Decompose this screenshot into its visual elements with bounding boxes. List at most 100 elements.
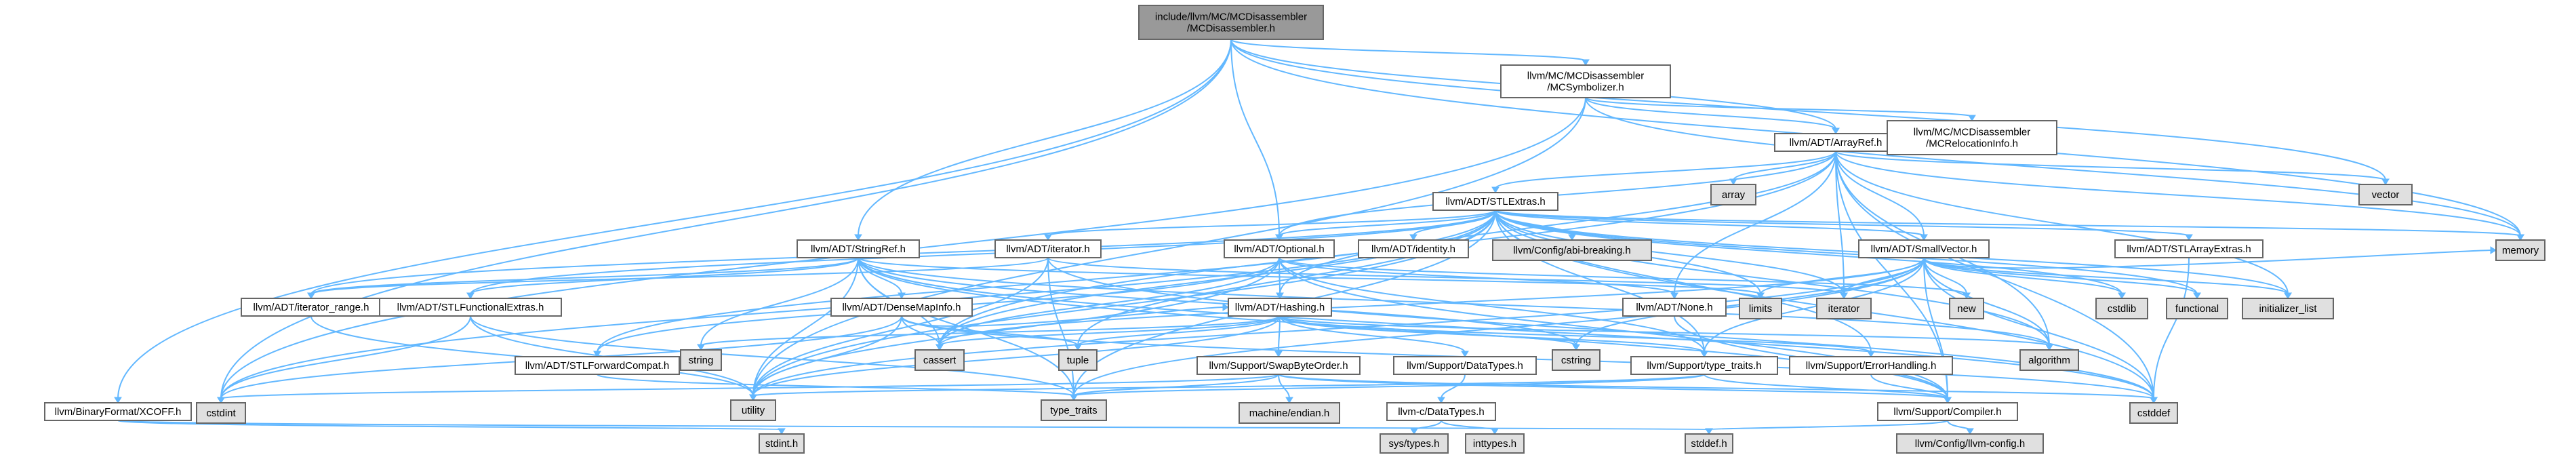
arrowhead-root-to-stringref <box>854 234 862 241</box>
edge-mcsym-to-memory <box>1585 97 2521 237</box>
edge-densemapinfo-to-utility <box>752 315 902 397</box>
node-optional[interactable]: llvm/ADT/Optional.h <box>1224 239 1335 258</box>
arrowhead-smallvector-to-functional <box>2193 292 2201 299</box>
arrowhead-compiler-to-stddef <box>1705 428 1713 435</box>
node-iterrange[interactable]: llvm/ADT/iterator_range.h <box>241 298 382 317</box>
edge-arrayref-to-none <box>1674 151 1836 295</box>
arrowhead-stringref-to-densemapinfo <box>898 292 906 299</box>
edge-stringref-to-string <box>700 257 859 347</box>
edge-mcsym-to-mcreloc <box>1585 97 1973 117</box>
node-mcsym[interactable]: llvm/MC/MCDisassembler/MCSymbolizer.h <box>1500 64 1671 98</box>
edge-optional-to-new <box>1279 257 1967 295</box>
edge-stlextras-to-cassert <box>939 210 1496 347</box>
node-label-machineendian-0: machine/endian.h <box>1249 408 1329 419</box>
arrowhead-arrayref-to-vector <box>2381 178 2390 185</box>
node-box-iterrange <box>241 298 382 317</box>
node-swapbyte[interactable]: llvm/Support/SwapByteOrder.h <box>1196 356 1361 375</box>
node-typetraitsh[interactable]: llvm/Support/type_traits.h <box>1630 356 1778 375</box>
node-label-smallvector-0: llvm/ADT/SmallVector.h <box>1871 243 1977 255</box>
node-array: array <box>1710 184 1756 205</box>
edge-adtiterator-to-iterator <box>1047 257 1845 295</box>
node-label-stlarrayextras-0: llvm/ADT/STLArrayExtras.h <box>2127 243 2251 255</box>
node-label-array-0: array <box>1722 189 1746 201</box>
node-typetraits: type_traits <box>1041 399 1107 421</box>
edge-smallvector-to-functional <box>1923 257 2198 295</box>
node-densemapinfo[interactable]: llvm/ADT/DenseMapInfo.h <box>830 298 973 317</box>
edge-adtiterator-to-utility <box>752 257 1049 397</box>
edge-stlextras-to-optional <box>1279 210 1496 237</box>
edge-hashing-to-cassert <box>939 315 1281 347</box>
edge-hashing-to-algorithm <box>1279 315 2050 347</box>
node-mcreloc[interactable]: llvm/MC/MCDisassembler/MCRelocationInfo.… <box>1887 120 2057 155</box>
node-box-cstdint <box>196 402 246 424</box>
arrowhead-adtiterator-to-iterrange <box>307 292 315 299</box>
node-label-datatypes-0: llvm/Support/DataTypes.h <box>1407 360 1523 372</box>
arrowhead-hashing-to-typetraitsh <box>1700 351 1708 357</box>
arrowhead-cdatatypes-to-systypes <box>1410 428 1418 435</box>
node-label-stlextras-0: llvm/ADT/STLExtras.h <box>1445 196 1546 207</box>
node-box-stlextras <box>1432 192 1558 211</box>
node-smallvector[interactable]: llvm/ADT/SmallVector.h <box>1858 239 1990 258</box>
node-errorhandling[interactable]: llvm/Support/ErrorHandling.h <box>1789 356 1953 375</box>
node-label-mcsym-1: /MCSymbolizer.h <box>1547 82 1624 94</box>
edge-errorhandling-to-compiler <box>1870 374 1948 399</box>
arrowhead-hashing-to-swapbyte <box>1274 351 1283 357</box>
arrowhead-smallvector-to-cstdlib <box>2118 292 2126 299</box>
node-root[interactable]: include/llvm/MC/MCDisassembler/MCDisasse… <box>1138 5 1324 40</box>
edge-mcsym-to-utility <box>752 97 1586 397</box>
edge-stlextras-to-stlarrayextras <box>1495 210 2190 237</box>
node-label-identity-0: llvm/ADT/identity.h <box>1371 243 1455 255</box>
node-label-new-0: new <box>1957 303 1976 315</box>
node-label-llvmconfig-0: llvm/Config/llvm-config.h <box>1915 438 2026 450</box>
node-none[interactable]: llvm/ADT/None.h <box>1622 298 1727 317</box>
node-box-systypes <box>1380 433 1449 454</box>
arrowhead-optional-to-hashing <box>1276 292 1284 299</box>
node-label-utility-0: utility <box>742 405 765 416</box>
node-box-llvmconfig <box>1896 433 2044 454</box>
arrowhead-optional-to-stlfwd <box>593 351 601 357</box>
node-stlfunc[interactable]: llvm/ADT/STLFunctionalExtras.h <box>379 298 562 317</box>
node-identity[interactable]: llvm/ADT/identity.h <box>1358 239 1469 258</box>
node-label-initlist-0: initializer_list <box>2259 303 2317 315</box>
edge-root-to-cstdint <box>220 39 1232 399</box>
node-stlfwd[interactable]: llvm/ADT/STLForwardCompat.h <box>515 356 680 375</box>
node-arrayref[interactable]: llvm/ADT/ArrayRef.h <box>1774 133 1897 152</box>
node-label-root-1: /MCDisassembler.h <box>1187 23 1275 35</box>
node-stlarrayextras[interactable]: llvm/ADT/STLArrayExtras.h <box>2114 239 2263 258</box>
node-label-cassert-0: cassert <box>923 355 957 366</box>
edge-xcoff-to-stdint <box>117 420 782 431</box>
node-label-inttypes-0: inttypes.h <box>1473 438 1516 450</box>
node-label-functional-0: functional <box>2175 303 2219 315</box>
edge-root-to-mcsym <box>1230 39 1586 62</box>
node-datatypes[interactable]: llvm/Support/DataTypes.h <box>1393 356 1537 375</box>
arrowhead-arrayref-to-stlextras <box>1491 186 1500 193</box>
edge-smallvector-to-typetraitsh <box>1704 257 1925 353</box>
arrowhead-stlextras-to-optional <box>1275 234 1283 241</box>
edge-stringref-to-densemapinfo <box>858 257 902 295</box>
node-stlextras[interactable]: llvm/ADT/STLExtras.h <box>1432 192 1558 211</box>
node-hashing[interactable]: llvm/ADT/Hashing.h <box>1228 298 1332 317</box>
node-compiler[interactable]: llvm/Support/Compiler.h <box>1877 402 2018 421</box>
arrowhead-stlextras-to-memory <box>2516 234 2524 241</box>
edge-smallvector-to-initlist <box>1923 257 2289 295</box>
edge-stringref-to-utility <box>752 257 859 397</box>
file-nodes: include/llvm/MC/MCDisassembler/MCDisasse… <box>44 5 2545 454</box>
node-label-cstdint-0: cstdint <box>206 408 236 419</box>
node-box-mcsym <box>1500 64 1671 98</box>
node-cstddef: cstddef <box>2129 402 2178 424</box>
arrowhead-hashing-to-cassert <box>935 344 944 351</box>
node-label-iterator-0: iterator <box>1828 303 1860 315</box>
node-cdatatypes[interactable]: llvm-c/DataTypes.h <box>1386 402 1496 421</box>
node-box-stddef <box>1685 433 1733 454</box>
edge-densemapinfo-to-cassert <box>901 315 940 347</box>
node-abibreaking: llvm/Config/abi-breaking.h <box>1492 239 1652 261</box>
edge-xcoff-to-stddef <box>117 420 1710 431</box>
arrowhead-stlextras-to-stlarrayextras <box>2185 234 2193 241</box>
node-xcoff[interactable]: llvm/BinaryFormat/XCOFF.h <box>44 402 192 421</box>
node-stringref[interactable]: llvm/ADT/StringRef.h <box>797 239 920 258</box>
edge-datatypes-to-cdatatypes <box>1441 374 1466 399</box>
node-box-string <box>680 349 722 371</box>
edge-hashing-to-errorhandling <box>1279 315 1872 353</box>
node-adtiterator[interactable]: llvm/ADT/iterator.h <box>994 239 1102 258</box>
node-cassert: cassert <box>914 349 965 371</box>
